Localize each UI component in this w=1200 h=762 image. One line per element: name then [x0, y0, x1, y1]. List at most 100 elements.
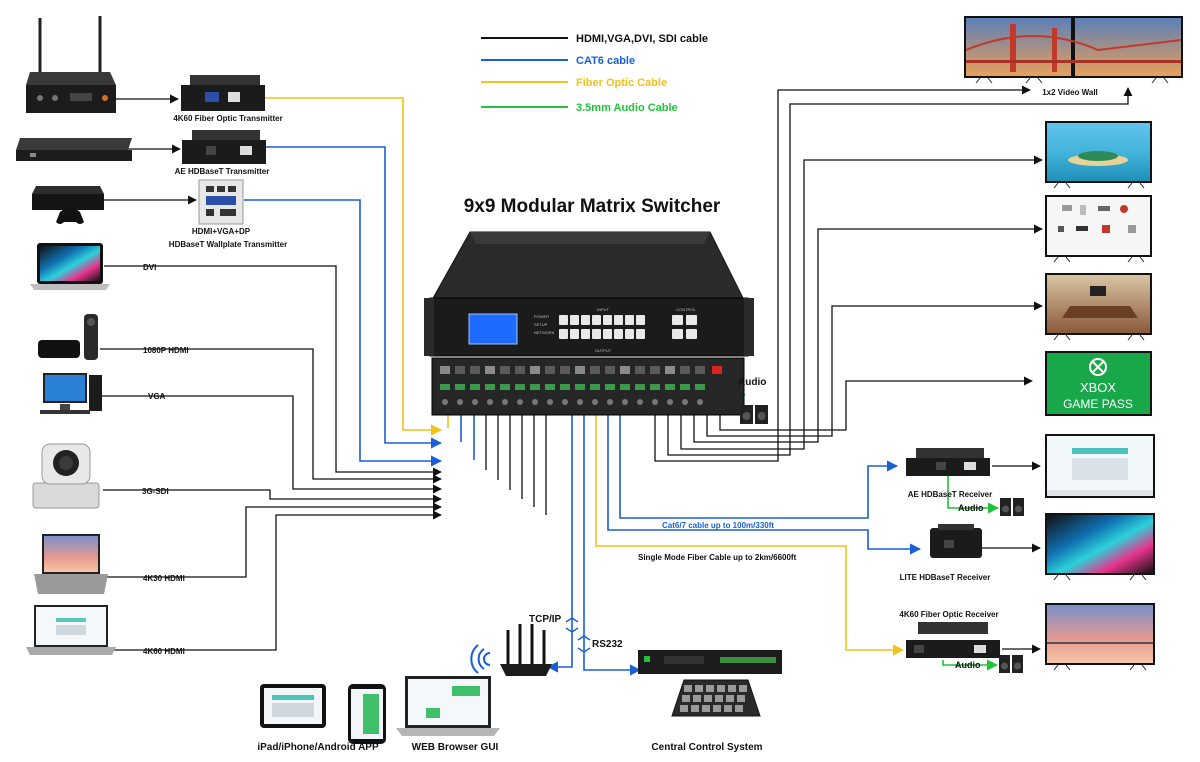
panel-key [625, 329, 634, 339]
label-fiber-tx: 4K60 Fiber Optic Transmitter [173, 114, 282, 123]
port-bnc [652, 399, 658, 405]
port-terminal [575, 384, 585, 390]
port-connector [635, 366, 645, 374]
port-bnc [607, 399, 613, 405]
tv-sunset [1045, 603, 1155, 671]
audio-label-ae-rx: Audio [958, 503, 984, 513]
matrix-switcher: POWER SETUP NETWORK INPUT OUTPUT CONTROL [424, 231, 754, 416]
keypad-key [715, 695, 723, 702]
label-3g-sdi: 3G-SDI [142, 487, 169, 496]
cable-out-tv-beach [680, 155, 1043, 450]
port-connector [455, 366, 465, 374]
port-terminal [605, 384, 615, 390]
ptz-camera [32, 443, 100, 509]
label-lite-rx: LITE HDBaseT Receiver [900, 573, 991, 582]
note-fiber-distance: Single Mode Fiber Cable up to 2km/6600ft [638, 553, 797, 562]
port-terminal [485, 384, 495, 390]
port-terminal [590, 384, 600, 390]
port-connector [590, 366, 600, 374]
port-connector [440, 366, 450, 374]
port-connector [650, 366, 660, 374]
port-bnc [517, 399, 523, 405]
fiber-optic-receiver [906, 622, 1000, 658]
label-ae-tx: AE HDBaseT Transmitter [175, 167, 270, 176]
label-dvi: DVI [143, 263, 156, 272]
laptop-web-gui [396, 676, 500, 736]
apple-tv-device [38, 314, 98, 360]
cable-out-tv-xbox [719, 376, 1033, 431]
ae-hdbaset-transmitter [182, 130, 266, 164]
cable-wallplate-tx [244, 199, 443, 467]
control-key [672, 315, 683, 325]
audio-label-fiber-rx: Audio [955, 660, 981, 670]
keypad-key [680, 705, 688, 712]
port-connector [470, 366, 480, 374]
port-bnc [457, 399, 463, 405]
port-terminal [650, 384, 660, 390]
label-tcpip: TCP/IP [529, 614, 562, 625]
cable-out-ae-rx [619, 415, 899, 519]
control-key [686, 329, 697, 339]
panel-key [625, 315, 634, 325]
phone-device [348, 684, 386, 744]
fiber-optic-transmitter [181, 75, 265, 111]
panel-label-network: NETWORK [534, 330, 555, 335]
panel-label-setup: SETUP [534, 322, 548, 327]
port-terminal [560, 384, 570, 390]
keypad-key [691, 705, 699, 712]
panel-key [559, 329, 568, 339]
cable-4k60 [108, 510, 442, 651]
port-connector [500, 366, 510, 374]
laptop-4k60 [26, 605, 116, 655]
keypad-key [695, 685, 703, 692]
panel-key [603, 315, 612, 325]
speaker-ae-rx [1000, 498, 1024, 516]
power-switch [712, 366, 722, 374]
label-fiber-rx: 4K60 Fiber Optic Receiver [899, 610, 998, 619]
port-bnc [442, 399, 448, 405]
input-cables [100, 94, 547, 651]
panel-key [592, 329, 601, 339]
port-terminal [530, 384, 540, 390]
bluray-player [16, 138, 132, 161]
port-connector [665, 366, 675, 374]
cable-sdi [103, 489, 442, 504]
keypad-key [726, 695, 734, 702]
tablet-device [260, 684, 326, 728]
port-terminal [440, 384, 450, 390]
laptop-dvi [30, 243, 110, 290]
cable-tcpip [546, 415, 573, 673]
keypad-key [724, 705, 732, 712]
speaker-fiber-rx [999, 655, 1023, 673]
port-connector [545, 366, 555, 374]
panel-label-power: POWER [534, 314, 549, 319]
keypad-key [739, 685, 747, 692]
port-terminal [620, 384, 630, 390]
legend: HDMI,VGA,DVI, SDI cable CAT6 cable Fiber… [481, 33, 708, 114]
panel-key [636, 329, 645, 339]
port-terminal [455, 384, 465, 390]
port-connector [515, 366, 525, 374]
label-web-gui: WEB Browser GUI [412, 742, 499, 753]
note-cat6-distance: Cat6/7 cable up to 100m/330ft [662, 521, 774, 530]
back-panel-ports [440, 366, 705, 405]
keypad-key [704, 695, 712, 702]
keypad-key [717, 685, 725, 692]
label-wallplate-top: HDMI+VGA+DP [192, 227, 251, 236]
label-ae-rx: AE HDBaseT Receiver [908, 490, 992, 499]
cable-rs232 [583, 415, 642, 676]
control-key [686, 315, 697, 325]
panel-key [570, 315, 579, 325]
xbox-console [32, 186, 104, 224]
port-bnc [487, 399, 493, 405]
tv-control-ui [1045, 434, 1155, 498]
port-terminal [500, 384, 510, 390]
wallplate-transmitter [198, 179, 244, 225]
cable-vga [102, 395, 442, 494]
panel-key [581, 329, 590, 339]
diagram-title: 9x9 Modular Matrix Switcher [464, 196, 721, 217]
port-terminal [635, 384, 645, 390]
wifi-icon [470, 644, 491, 674]
panel-key [592, 315, 601, 325]
